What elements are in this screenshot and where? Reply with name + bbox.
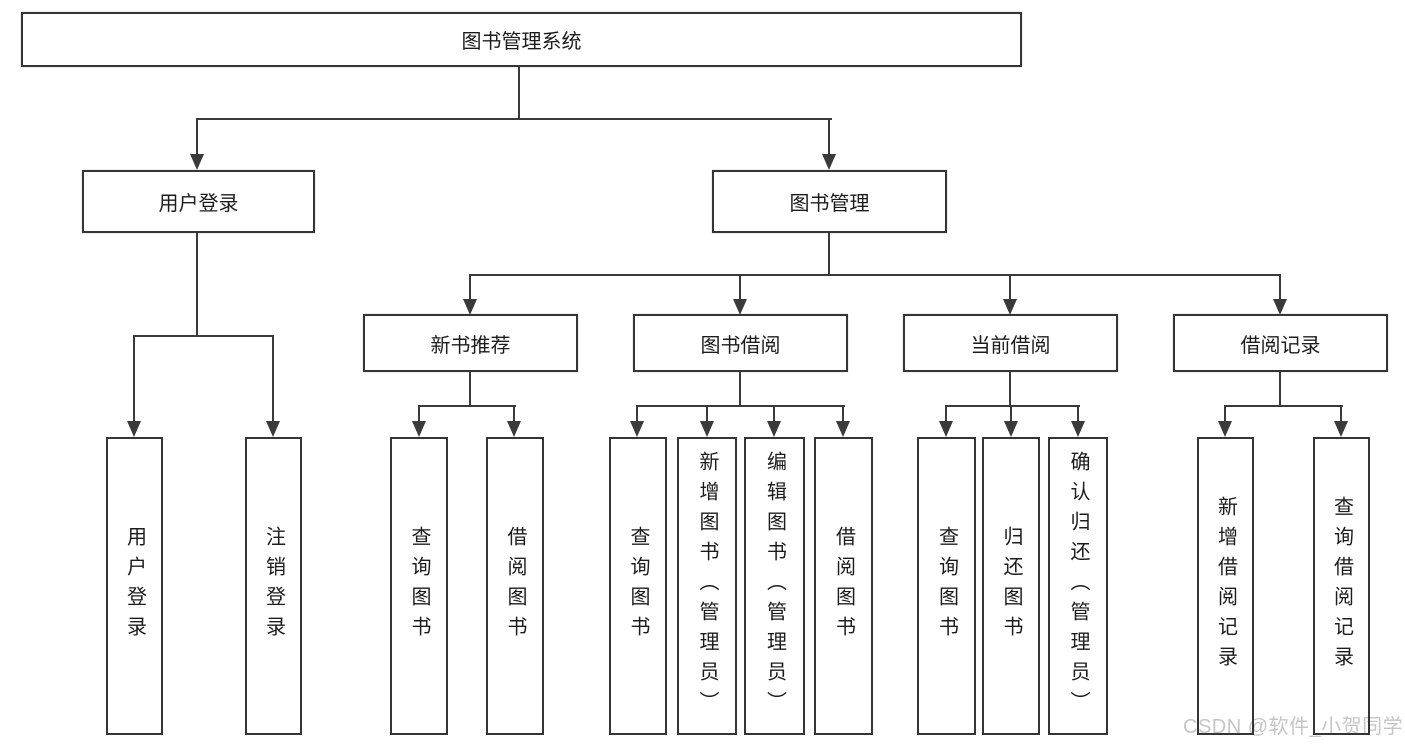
leaf-label: 查询图书: [935, 526, 958, 646]
connector-line: [706, 405, 708, 423]
connector-line: [1279, 372, 1281, 406]
leaf-query-books-1: 查询图书: [390, 437, 448, 735]
connector-line: [945, 405, 1080, 407]
arrow-down-icon: [1273, 299, 1287, 315]
csdn-watermark: CSDN @软件_小贺同学: [1183, 716, 1404, 738]
connector-line: [945, 405, 947, 423]
leaf-add-books-admin: 新增图书（管理员）: [677, 437, 737, 735]
connector-line: [1279, 274, 1281, 301]
connector-line: [1009, 372, 1011, 406]
leaf-query-books-3: 查询图书: [917, 437, 976, 735]
connector-line: [1340, 405, 1342, 423]
connector-line: [133, 335, 135, 423]
arrow-down-icon: [1004, 421, 1018, 437]
root-node-library-system: 图书管理系统: [21, 12, 1022, 67]
connector-line: [513, 405, 515, 423]
leaf-label: 借阅图书: [504, 526, 526, 646]
arrow-down-icon: [767, 421, 781, 437]
branch-node-label: 图书管理: [789, 193, 870, 215]
leaf-return-books: 归还图书: [982, 437, 1040, 735]
connector-line: [469, 274, 471, 301]
connector-line: [1009, 274, 1011, 301]
connector-line: [828, 118, 830, 156]
module-node-label: 图书借阅: [700, 334, 781, 357]
arrow-down-icon: [266, 421, 280, 437]
arrow-down-icon: [127, 421, 141, 437]
leaf-borrow-books-2: 借阅图书: [814, 437, 873, 735]
connector-line: [418, 405, 420, 423]
connector-line: [518, 66, 520, 120]
leaf-label: 编辑图书（管理员）: [763, 451, 786, 721]
connector-line: [469, 274, 1281, 276]
connector-line: [773, 405, 775, 423]
leaf-label: 新增借阅记录: [1214, 496, 1237, 676]
branch-node-user-login: 用户登录: [82, 170, 315, 233]
connector-line: [636, 405, 638, 423]
arrow-down-icon: [1003, 299, 1017, 315]
leaf-user-login: 用户登录: [106, 437, 163, 735]
connector-line: [133, 335, 274, 337]
arrow-down-icon: [733, 299, 747, 315]
module-node-book-borrow: 图书借阅: [633, 314, 848, 372]
module-node-current-borrow: 当前借阅: [903, 314, 1118, 372]
leaf-label: 查询图书: [408, 526, 430, 646]
connector-line: [196, 118, 198, 156]
connector-line: [272, 335, 274, 423]
leaf-label: 归还图书: [1000, 526, 1022, 646]
connector-line: [1224, 405, 1343, 407]
connector-line: [739, 372, 741, 406]
module-node-borrow-record: 借阅记录: [1173, 314, 1388, 372]
arrow-down-icon: [836, 421, 850, 437]
connector-line: [842, 405, 844, 423]
leaf-logout: 注销登录: [245, 437, 302, 735]
leaf-label: 新增图书（管理员）: [696, 451, 718, 721]
module-node-label: 借阅记录: [1240, 334, 1321, 357]
connector-line: [469, 372, 471, 406]
leaf-label: 注销登录: [262, 526, 285, 646]
connector-line: [636, 405, 845, 407]
connector-line: [196, 233, 198, 337]
connector-line: [1010, 405, 1012, 423]
arrow-down-icon: [507, 421, 521, 437]
connector-line: [828, 233, 830, 276]
leaf-label: 查询图书: [627, 526, 649, 646]
module-node-new-book-recommend: 新书推荐: [363, 314, 578, 372]
leaf-add-borrow-record: 新增借阅记录: [1197, 437, 1254, 735]
arrow-down-icon: [939, 421, 953, 437]
root-node-label: 图书管理系统: [461, 31, 582, 53]
branch-node-book-management: 图书管理: [712, 170, 947, 233]
connector-line: [418, 405, 516, 407]
leaf-label: 借阅图书: [832, 526, 855, 646]
module-node-label: 新书推荐: [430, 334, 511, 357]
arrow-down-icon: [412, 421, 426, 437]
connector-line: [739, 274, 741, 301]
arrow-down-icon: [190, 154, 204, 170]
arrow-down-icon: [1071, 421, 1085, 437]
leaf-edit-books-admin: 编辑图书（管理员）: [744, 437, 805, 735]
arrow-down-icon: [463, 299, 477, 315]
module-node-label: 当前借阅: [970, 334, 1051, 357]
leaf-confirm-return-admin: 确认归还（管理员）: [1048, 437, 1108, 735]
arrow-down-icon: [1218, 421, 1232, 437]
leaf-query-books-2: 查询图书: [609, 437, 667, 735]
leaf-label: 查询借阅记录: [1330, 496, 1353, 676]
leaf-borrow-books-1: 借阅图书: [486, 437, 544, 735]
arrow-down-icon: [822, 154, 836, 170]
leaf-label: 用户登录: [123, 526, 146, 646]
arrow-down-icon: [630, 421, 644, 437]
connector-line: [1224, 405, 1226, 423]
arrow-down-icon: [1334, 421, 1348, 437]
connector-line: [196, 118, 832, 120]
connector-line: [1077, 405, 1079, 423]
branch-node-label: 用户登录: [158, 193, 239, 215]
arrow-down-icon: [700, 421, 714, 437]
leaf-label: 确认归还（管理员）: [1067, 451, 1089, 721]
leaf-query-borrow-record: 查询借阅记录: [1313, 437, 1370, 735]
